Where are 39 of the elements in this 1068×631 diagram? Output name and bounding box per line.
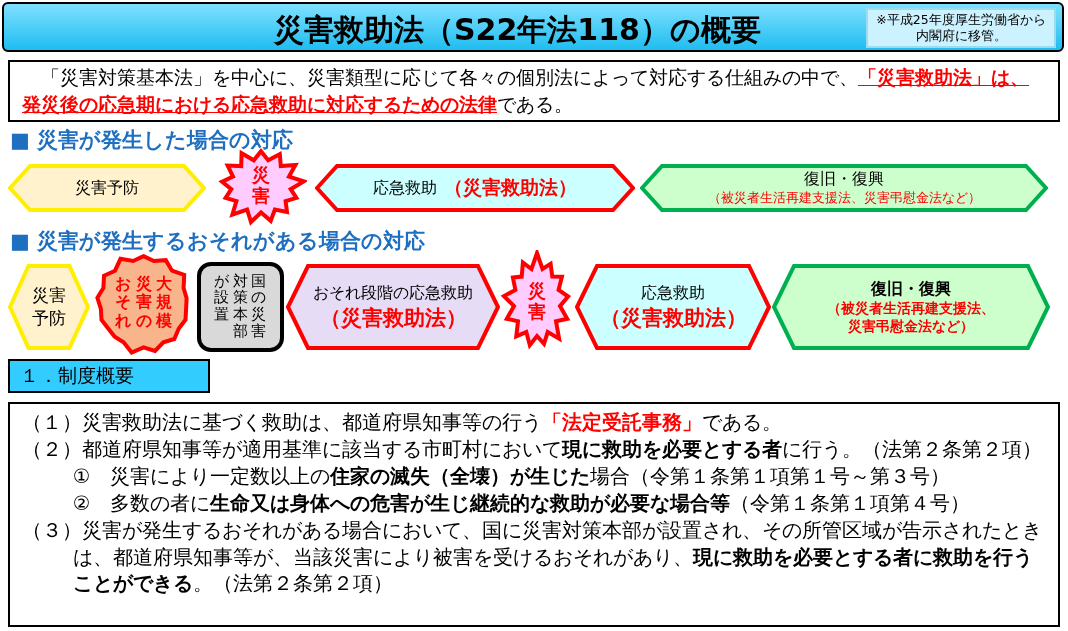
paragraph: ② 多数の者に生命又は身体への危害が生じ継続的な救助が必要な場合等（令第１条第１項第４号） <box>71 490 972 517</box>
chevron-shape <box>772 264 1050 350</box>
step-label: 災害予防 <box>75 177 139 199</box>
step-label: おそれ段階の応急救助 <box>313 282 473 304</box>
section-heading: ■ 災害が発生するおそれがある場合の対応 <box>10 228 426 255</box>
note-text: ※平成25年度厚生労働省から内閣府に移管。 <box>875 12 1047 44</box>
law-label: （災害救助法） <box>319 304 467 332</box>
section-heading-box <box>8 359 210 393</box>
chevron-shape <box>315 164 635 212</box>
overview-box <box>8 402 1060 627</box>
law-label: （被災者生活再建支援法、災害弔慰金法など） <box>707 190 981 207</box>
starburst-text: 大規模災害のおそれ <box>114 275 173 332</box>
paragraph: ① 災害により一定数以上の住家の滅失（全壊）が生じた場合（令第１条第１項第１号～第３号） <box>71 463 952 490</box>
law-label: （被災者生活再建支援法、災害弔慰金法など） <box>826 299 996 336</box>
section-heading: ■ 災害が発生した場合の対応 <box>10 127 294 154</box>
paragraph: （３）災害が発生するおそれがある場合において、国に災害対策本部が設置され、その所管区域が告示されたときは、都道府県知事等が、当該災害により被害を受けるおそれがあり、現に救助を必要とする者に救助を行うことができる。（法第２条第２項） <box>22 517 1043 598</box>
intro-box <box>8 60 1060 122</box>
rounded-box <box>197 262 284 352</box>
note-box <box>866 8 1056 48</box>
step-label: 応急救助 <box>641 282 705 304</box>
paragraph: （２）都道府県知事等が適用基準に該当する市町村において現に救助を必要とする者に行う。（法第２条第２項） <box>22 436 1043 463</box>
step-label: 災害予防 <box>31 284 67 330</box>
title: 災害救助法（S22年法118）の概要 <box>274 11 761 49</box>
law-label: （災害救助法） <box>599 304 747 332</box>
chevron-shape <box>575 264 771 350</box>
section-heading: １．制度概要 <box>19 363 134 388</box>
chevron-shape <box>8 264 90 350</box>
step-label: 復旧・復興 <box>804 169 884 190</box>
chevron-shape <box>8 164 206 212</box>
step-label: 応急救助 <box>372 177 437 199</box>
intro-text: 「災害対策基本法」を中心に、災害類型に応じて各々の個別法によって対応する仕組みの中で、「災害救助法」は、発災後の応急期における応急救助に対応するための法律である。 <box>22 65 1030 117</box>
chevron-shape <box>640 164 1048 212</box>
law-label: （災害救助法） <box>444 175 578 200</box>
paragraph: （１）災害救助法に基づく救助は、都道府県知事等の行う「法定受託事務」である。 <box>22 410 783 436</box>
box-text: 国の災害対策本部が設置 <box>215 272 266 341</box>
chevron-shape <box>286 264 500 350</box>
step-label: 復旧・復興 <box>871 278 951 300</box>
starburst-text: 災害 <box>527 281 547 323</box>
starburst-text: 災害 <box>251 165 271 207</box>
